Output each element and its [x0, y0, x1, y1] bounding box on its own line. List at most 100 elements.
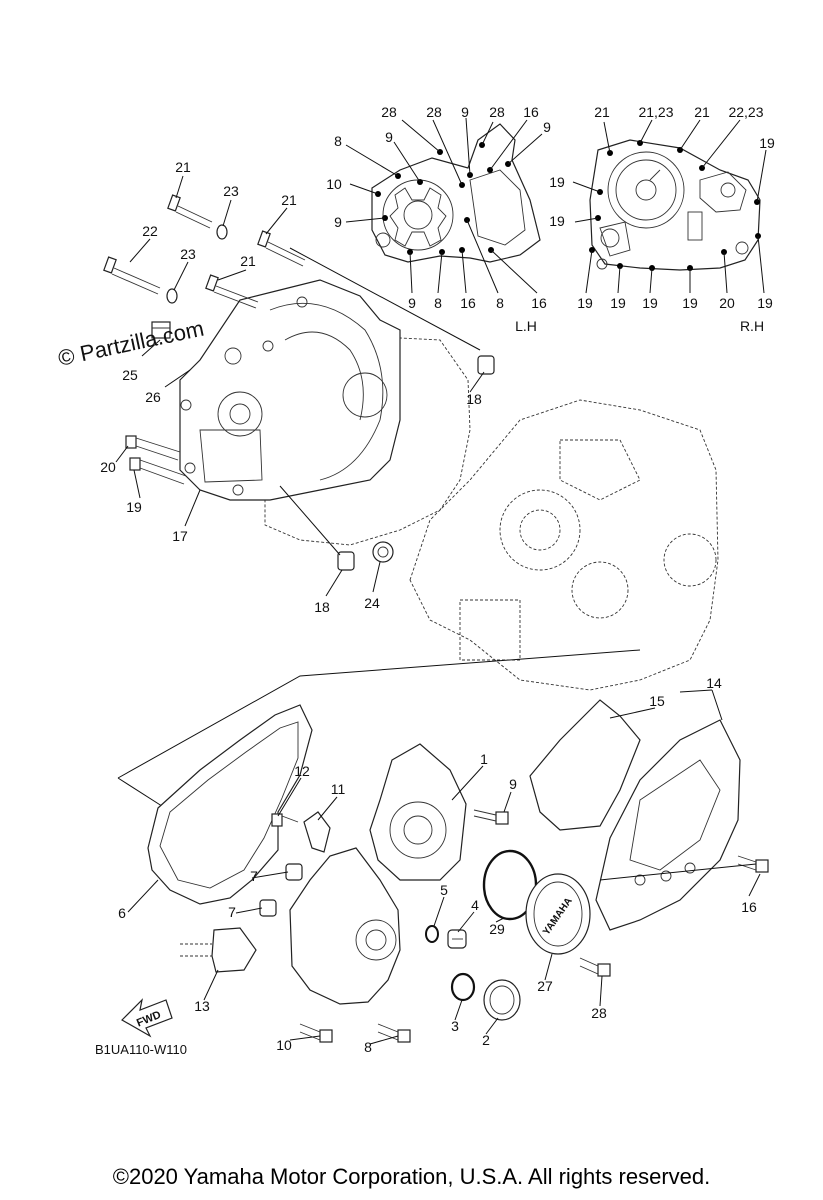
rh-callout-19f: 19 [642, 295, 658, 311]
callout-11: 11 [331, 781, 346, 797]
seal-24 [372, 541, 394, 563]
rh-callout-19e: 19 [610, 295, 626, 311]
callout-18-bottom: 18 [314, 599, 330, 615]
callout-15: 15 [649, 693, 665, 709]
rh-callout-19a: 19 [759, 135, 775, 151]
callout-14: 14 [706, 675, 722, 691]
callout-23-top: 23 [223, 183, 239, 199]
callout-10-lower: 10 [276, 1037, 292, 1053]
washer-23-top [216, 224, 228, 240]
watermark: © Partzilla.com [56, 316, 206, 371]
bolt-28-lower [579, 957, 611, 977]
crankcase-cover-left [179, 279, 471, 546]
dowel-18-top [477, 355, 495, 375]
bolt-20 [125, 435, 181, 461]
callout-24: 24 [364, 595, 380, 611]
crankcase-cover-lower [289, 847, 401, 1005]
lh-callout-28c: 28 [489, 104, 505, 120]
plug-4 [447, 929, 467, 949]
gasket-6 [147, 704, 313, 905]
lh-callout-16b: 16 [460, 295, 476, 311]
rh-callout-20: 20 [719, 295, 735, 311]
lh-callout-16c: 16 [531, 295, 547, 311]
rh-callout-19h: 19 [757, 295, 773, 311]
lh-callout-28a: 28 [381, 104, 397, 120]
lh-callout-16a: 16 [523, 104, 539, 120]
inset-right-hand: 21 21,23 21 22,23 19 19 19 19 19 19 19 2… [549, 104, 775, 334]
callout-22: 22 [142, 223, 158, 239]
generator-cover-1 [369, 743, 467, 881]
callout-19: 19 [126, 499, 142, 515]
rh-callout-19b: 19 [549, 174, 565, 190]
lh-callout-28b: 28 [426, 104, 442, 120]
lh-callout-9a: 9 [461, 104, 469, 120]
bolt-22 [103, 256, 161, 295]
callout-18-top: 18 [466, 391, 482, 407]
inset-left-hand: 28 28 9 28 16 9 8 9 10 9 9 8 16 8 16 L.H [326, 104, 551, 334]
oring-5 [425, 925, 439, 943]
dowel-18-bottom [337, 551, 355, 571]
lh-callout-8a: 8 [334, 133, 342, 149]
callout-29: 29 [489, 921, 505, 937]
lh-callout-9d: 9 [334, 214, 342, 230]
lh-callout-9e: 9 [408, 295, 416, 311]
callout-12: 12 [294, 763, 310, 779]
callout-7-top: 7 [250, 868, 258, 884]
plug-25 [151, 321, 171, 339]
callout-26: 26 [145, 389, 161, 405]
callout-9-lower: 9 [509, 776, 517, 792]
bracket-11 [303, 811, 331, 853]
callout-7-bottom: 7 [228, 904, 236, 920]
lh-side-label: L.H [515, 318, 537, 334]
bolt-8-lower [377, 1023, 411, 1043]
callout-23-mid: 23 [180, 246, 196, 262]
callout-5: 5 [440, 882, 448, 898]
fwd-arrow: FWD [121, 998, 173, 1038]
bolt-12 [271, 813, 299, 827]
callout-21-mid: 21 [281, 192, 297, 208]
bolt-9-lower [473, 809, 509, 825]
callout-1: 1 [480, 751, 488, 767]
bolt-19 [129, 457, 187, 485]
lh-callout-8b: 8 [434, 295, 442, 311]
callout-21-top: 21 [175, 159, 191, 175]
rh-callout-19d: 19 [577, 295, 593, 311]
dowel-7-bottom [259, 899, 277, 917]
callout-13: 13 [194, 998, 210, 1014]
callout-17: 17 [172, 528, 188, 544]
callout-3: 3 [451, 1018, 459, 1034]
washer-23-mid [166, 288, 178, 304]
bolt-21-low [205, 274, 259, 309]
cover-15 [529, 699, 641, 831]
rh-callout-21b: 21 [694, 104, 710, 120]
lh-callout-9c: 9 [385, 129, 393, 145]
cover-27: YAMAHA [525, 873, 591, 955]
dowel-7-top [285, 863, 303, 881]
crankcase-dashed [409, 399, 719, 691]
bolt-21-mid [257, 230, 306, 267]
rh-callout-19g: 19 [682, 295, 698, 311]
lh-callout-9b: 9 [543, 119, 551, 135]
reference-outline [117, 649, 641, 809]
oring-3 [450, 972, 476, 1002]
callout-4: 4 [471, 897, 479, 913]
rh-callout-19c: 19 [549, 213, 565, 229]
bolt-21-top [167, 194, 213, 229]
diagram-code: B1UA110-W110 [95, 1042, 187, 1057]
callout-16-lower: 16 [741, 899, 757, 915]
bolt-10-lower [299, 1023, 333, 1043]
cover-14 [595, 719, 741, 931]
callout-21-low: 21 [240, 253, 256, 269]
callout-8-lower: 8 [364, 1039, 372, 1055]
rh-callout-21-23: 21,23 [638, 104, 673, 120]
callout-28-lower: 28 [591, 1005, 607, 1021]
callout-25: 25 [122, 367, 138, 383]
rh-side-label: R.H [740, 318, 764, 334]
plug-2 [483, 979, 521, 1021]
rh-callout-21a: 21 [594, 104, 610, 120]
callout-20: 20 [100, 459, 116, 475]
callout-6: 6 [118, 905, 126, 921]
lh-callout-8c: 8 [496, 295, 504, 311]
bracket-13 [180, 927, 257, 973]
